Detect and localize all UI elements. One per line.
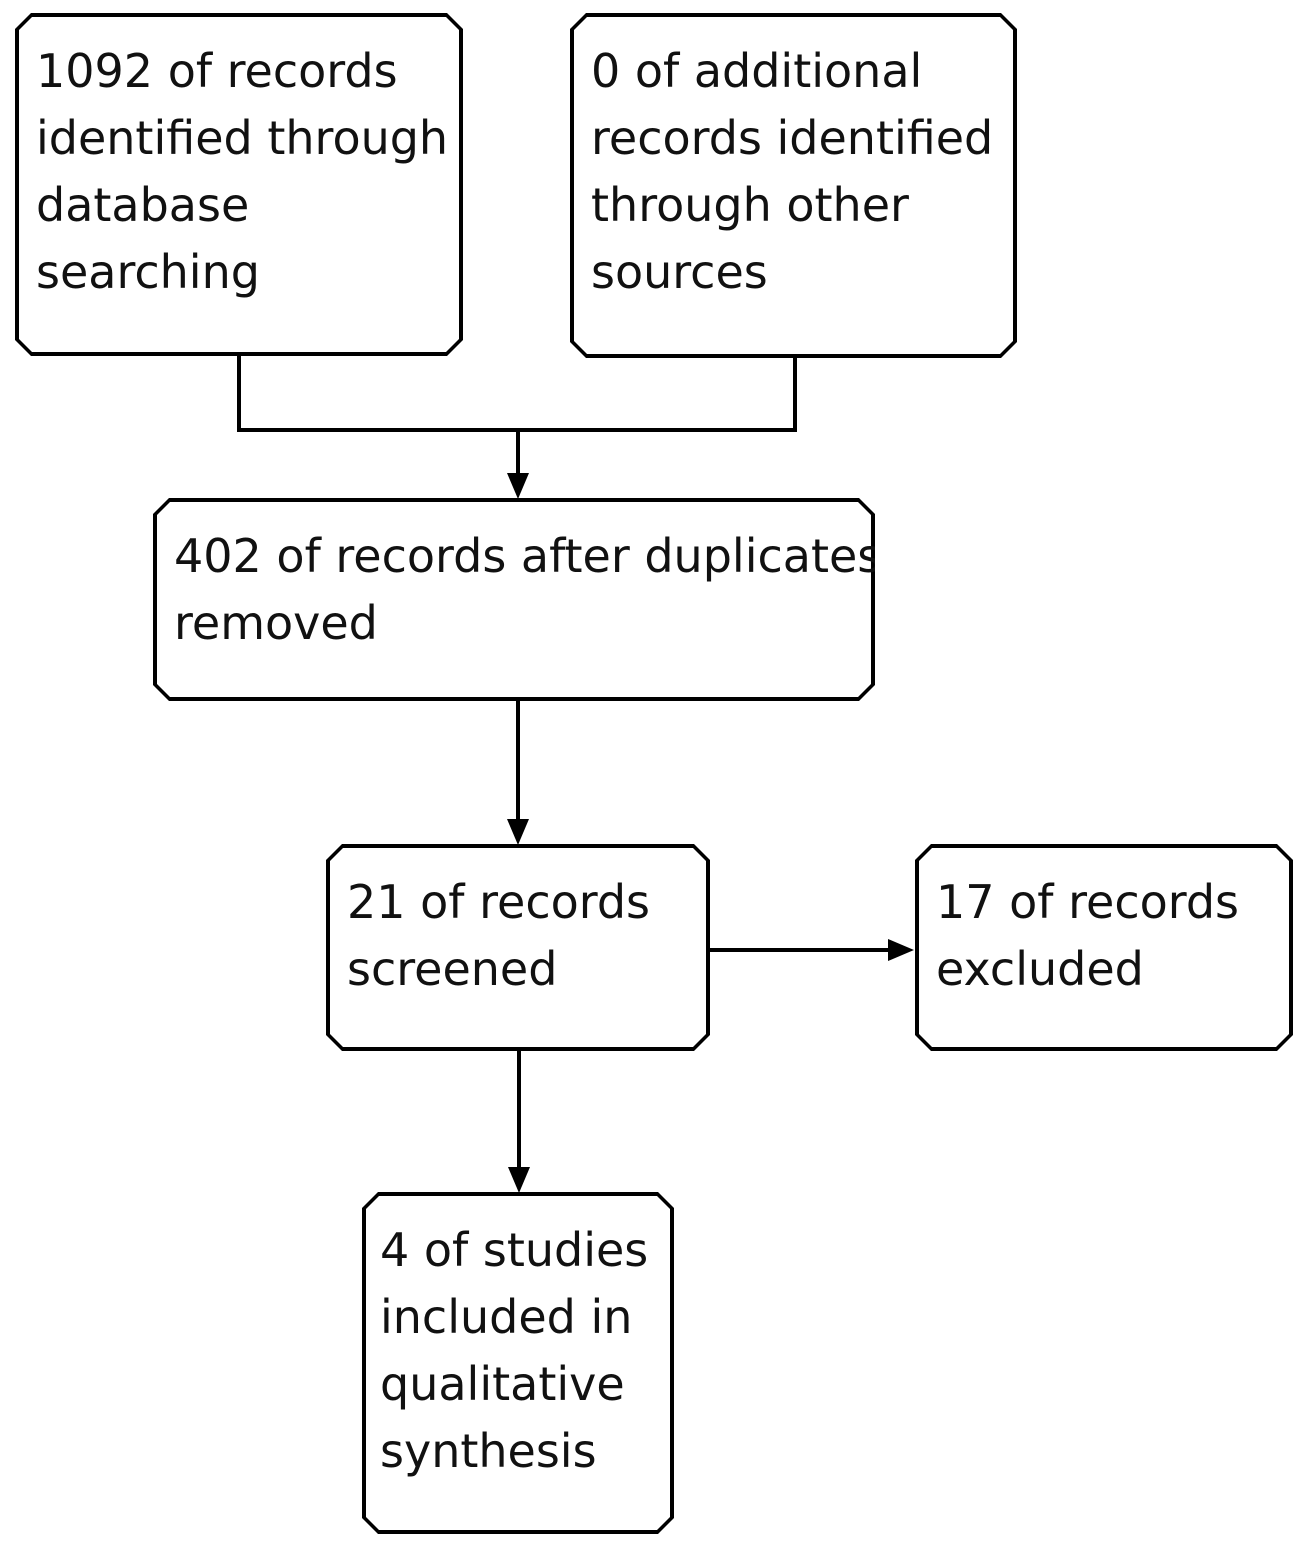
box-records-identified-text: 1092 of records identified through datab… bbox=[19, 17, 459, 352]
box-text-line: excluded bbox=[936, 942, 1144, 996]
box-additional-records-text: 0 of additional records identified throu… bbox=[574, 17, 1013, 354]
box-text-line: synthesis bbox=[380, 1424, 597, 1478]
box-text-line: database bbox=[36, 178, 250, 232]
box-text-line: through other bbox=[591, 178, 909, 232]
box-text-line: identified through bbox=[36, 111, 449, 165]
box-text-line: 4 of studies bbox=[380, 1223, 649, 1277]
box-text-line: sources bbox=[591, 245, 768, 299]
arrow-stem-screened-to-excluded bbox=[710, 948, 890, 952]
down-arrowhead-to-deduplicated bbox=[507, 473, 529, 499]
box-text-line: 21 of records bbox=[347, 875, 651, 929]
box-text-line: records identified bbox=[591, 111, 994, 165]
box-text-line: 17 of records bbox=[936, 875, 1240, 929]
box-additional-records-fill bbox=[574, 17, 1013, 354]
arrow-stem-to-deduplicated bbox=[516, 430, 520, 476]
box-studies-included-text: 4 of studies included in qualitative syn… bbox=[366, 1196, 670, 1530]
arrow-stem-deduplicated-to-screened bbox=[516, 700, 520, 822]
box-records-screened: 21 of records screened bbox=[326, 844, 710, 1051]
box-records-excluded-text: 17 of records excluded bbox=[919, 848, 1289, 1047]
box-records-identified: 1092 of records identified through datab… bbox=[15, 13, 463, 356]
box-text-line: searching bbox=[36, 245, 260, 299]
arrow-stem-screened-to-included bbox=[517, 1050, 521, 1170]
box-duplicates-removed-text: 402 of records after duplicates removed bbox=[157, 502, 871, 697]
box-records-excluded-fill bbox=[919, 848, 1289, 1047]
box-studies-included: 4 of studies included in qualitative syn… bbox=[362, 1192, 674, 1534]
connector-identified-down bbox=[237, 354, 241, 432]
box-text-line: 0 of additional bbox=[591, 44, 923, 98]
box-text-line: included in bbox=[380, 1290, 633, 1344]
box-text-line: screened bbox=[347, 942, 558, 996]
box-records-identified-fill bbox=[19, 17, 459, 352]
box-duplicates-removed: 402 of records after duplicates removed bbox=[153, 498, 875, 701]
right-arrowhead-to-excluded bbox=[888, 939, 914, 961]
box-studies-included-fill bbox=[366, 1196, 670, 1530]
box-text-line: qualitative bbox=[380, 1357, 625, 1411]
box-text-line: 1092 of records bbox=[36, 44, 398, 98]
box-additional-records: 0 of additional records identified throu… bbox=[570, 13, 1017, 358]
down-arrowhead-to-included bbox=[508, 1167, 530, 1193]
connector-additional-down bbox=[793, 356, 797, 432]
box-records-screened-fill bbox=[330, 848, 706, 1047]
box-records-screened-text: 21 of records screened bbox=[330, 848, 706, 1047]
box-text-line: removed bbox=[174, 596, 378, 650]
box-duplicates-removed-fill bbox=[157, 502, 871, 697]
box-records-excluded: 17 of records excluded bbox=[915, 844, 1293, 1051]
box-text-line: 402 of records after duplicates bbox=[174, 529, 882, 583]
down-arrowhead-to-screened bbox=[507, 819, 529, 845]
